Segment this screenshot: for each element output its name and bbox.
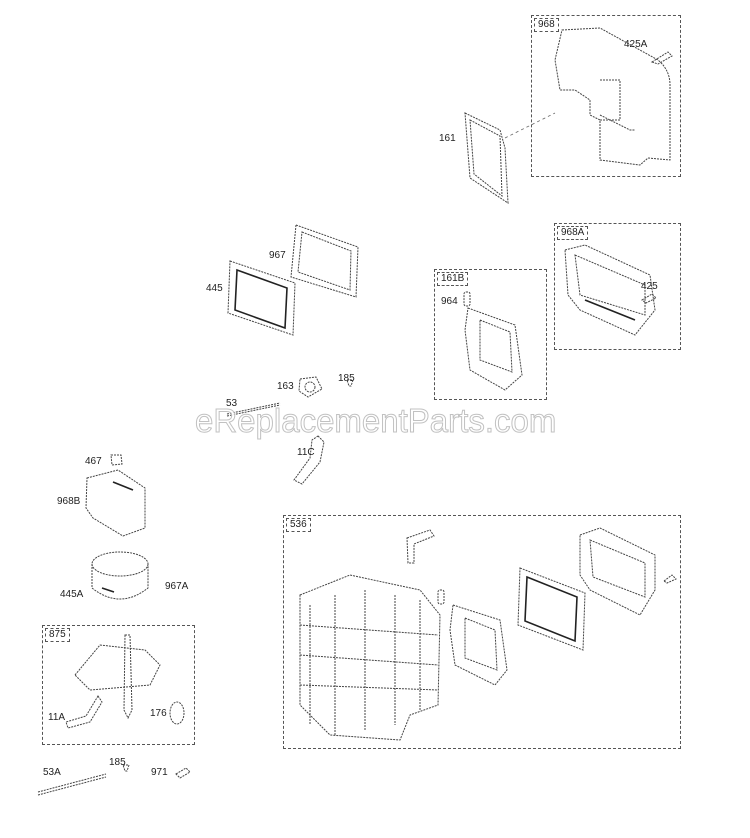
- screw-185: [346, 379, 354, 387]
- part-label-11A: 11A: [48, 712, 66, 723]
- gasket-163: [298, 376, 323, 398]
- part-label-53A: 53A: [43, 767, 61, 778]
- assembly-box-968: 968: [531, 15, 681, 177]
- cover-536: [449, 604, 508, 686]
- box-tag-161B: 161B: [437, 272, 469, 286]
- assembly-box-536: 536: [283, 515, 681, 749]
- grommet-536: [437, 589, 445, 605]
- part-label-176: 176: [150, 708, 167, 719]
- part-label-53: 53: [226, 398, 238, 409]
- assembly-box-968A: 968A: [554, 223, 681, 350]
- blower-housing-968: [554, 27, 671, 166]
- watermark: eReplacementParts.com: [194, 402, 557, 440]
- box-tag-875: 875: [45, 628, 70, 642]
- base-536: [579, 527, 656, 616]
- part-label-185-b: 185: [109, 757, 126, 768]
- o-ring-176: [169, 701, 185, 725]
- part-label-163: 163: [277, 381, 294, 392]
- part-label-425A: 425A: [624, 39, 648, 50]
- part-label-968B: 968B: [57, 496, 81, 507]
- grommet-964: [463, 291, 471, 307]
- tube-53A: [37, 773, 107, 796]
- screw-425: [641, 293, 657, 304]
- part-label-445: 445: [206, 283, 223, 294]
- air-filter-445: [227, 260, 296, 336]
- box-tag-968: 968: [534, 18, 559, 32]
- box-tag-968A: 968A: [557, 226, 589, 240]
- part-label-445A: 445A: [60, 589, 84, 600]
- air-cleaner-base-968A: [564, 244, 656, 336]
- part-label-11C: 11C: [297, 447, 315, 458]
- part-label-467: 467: [85, 456, 102, 467]
- box-tag-536: 536: [286, 518, 311, 532]
- tube-536: [406, 529, 435, 564]
- breather-tube-11C: [293, 435, 325, 485]
- screw-185-b: [122, 764, 130, 772]
- breather-tube-11A: [65, 695, 103, 729]
- pre-cleaner-967: [290, 224, 359, 298]
- part-label-967A: 967A: [165, 581, 189, 592]
- cover-161: [464, 112, 556, 204]
- cover-161B: [464, 307, 523, 391]
- knob-467: [110, 454, 123, 466]
- assembly-box-875: 875: [42, 625, 195, 745]
- part-label-425: 425: [641, 281, 658, 292]
- part-label-185-a: 185: [338, 373, 355, 384]
- assembly-box-161B: 161B: [434, 269, 547, 400]
- air-cleaner-cover-968B: [85, 469, 146, 537]
- tube-53: [226, 402, 281, 417]
- part-label-967: 967: [269, 250, 286, 261]
- part-label-964: 964: [441, 296, 458, 307]
- air-cleaner-base-875: [74, 634, 161, 720]
- nut-971: [175, 767, 191, 779]
- part-label-161: 161: [439, 133, 456, 144]
- screw-425A: [650, 51, 673, 65]
- screw-536: [663, 574, 677, 584]
- engine-shroud-536: [299, 574, 441, 741]
- part-label-971: 971: [151, 767, 168, 778]
- filter-536: [517, 567, 586, 651]
- filter-assembly-445A: [91, 551, 149, 600]
